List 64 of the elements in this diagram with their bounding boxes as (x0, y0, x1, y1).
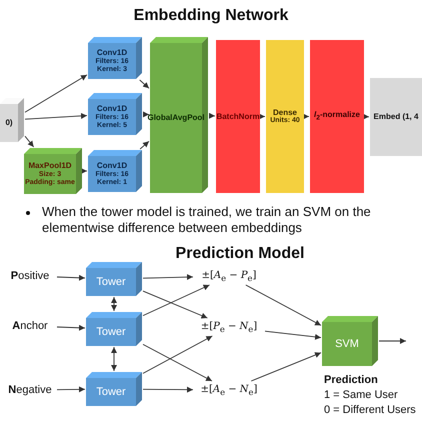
difference-formula: ±[A$_{e}$ − N$_{e}$] (200, 384, 258, 396)
arrow (142, 386, 194, 393)
arrow (111, 296, 117, 312)
arrow (24, 112, 88, 120)
section-title: Prediction Model (174, 244, 306, 264)
arrow (378, 338, 406, 344)
difference-formula: ±[P$_{e}$ − N$_{e}$] (200, 320, 258, 334)
output-block (370, 78, 422, 156)
block-label: Tower (96, 386, 126, 398)
arrow (208, 112, 216, 119)
layer-block (88, 37, 142, 79)
arrow (24, 136, 34, 148)
arrow (142, 111, 150, 118)
arrow (142, 344, 212, 382)
layer-block (266, 40, 304, 193)
input-label: Positive (10, 270, 50, 282)
layer-name: 0) (5, 118, 13, 128)
arrow (245, 284, 322, 326)
arrow (142, 284, 210, 316)
section-title: Embedding Network (132, 6, 290, 26)
arrow (56, 274, 86, 281)
arrow (140, 140, 150, 150)
arrow (56, 386, 86, 392)
input-label: Negative (8, 384, 52, 396)
arrow (56, 324, 86, 331)
layer-name: l$_{2}$-normalize (314, 110, 360, 123)
arrow (303, 114, 310, 120)
layer-block (24, 148, 82, 194)
arrow (139, 80, 150, 89)
arrow (362, 114, 370, 120)
layer-block (88, 150, 142, 192)
block-label: SVM (335, 338, 359, 350)
layer-block (310, 40, 364, 193)
svm-block (322, 316, 378, 366)
arrow (24, 74, 88, 113)
prediction-heading: Prediction (324, 374, 378, 386)
layer-name: MaxPool1D (28, 161, 72, 170)
arrow (111, 346, 117, 372)
block-label: Tower (96, 276, 126, 288)
arrow (142, 274, 194, 280)
bullet-text: When the tower model is trained, we train an SVM on the elementwise difference between embeddings (42, 204, 372, 236)
layer-name: Conv1D (96, 161, 128, 170)
layer-block (88, 93, 142, 135)
arrow (250, 352, 322, 382)
input-block (0, 98, 24, 142)
layer-name: Dense (272, 108, 297, 117)
arrow (142, 336, 213, 374)
arrow (259, 114, 266, 120)
arrow (264, 330, 322, 340)
arrow (81, 168, 88, 174)
tower-block (86, 262, 142, 296)
arrow (142, 290, 208, 318)
layer-name: BatchNorm (216, 112, 260, 122)
layer-name: Conv1D (96, 48, 128, 58)
tower-block (86, 312, 142, 346)
layer-name: Conv1D (96, 104, 128, 114)
prediction-class: 1 = Same User (324, 389, 398, 401)
difference-formula: ±[A$_{e}$ − P$_{e}$] (202, 270, 256, 282)
input-label: Anchor (12, 320, 48, 332)
prediction-class: 0 = Different Users (324, 404, 416, 416)
layer-block (216, 40, 260, 193)
tower-block (86, 372, 142, 406)
block-label: Tower (96, 326, 126, 338)
layer-name: Embed (1, 4 (374, 112, 418, 122)
